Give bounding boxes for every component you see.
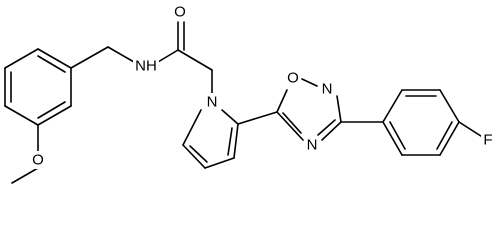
atom-label-pyrrole-nitrogen: N (204, 93, 220, 111)
svg-text:N: N (207, 94, 218, 111)
svg-text:N: N (307, 137, 318, 154)
atom-label-fluorine: F (481, 131, 496, 149)
atom-label-oxadiazole-oxygen: O (285, 69, 301, 87)
benzyl-amide-chain (70, 21, 213, 95)
atom-label-amide-nh: NH (133, 57, 159, 75)
svg-text:O: O (287, 70, 299, 87)
atom-label-oxadiazole-nitrogen-top: N (319, 80, 335, 98)
structure-canvas: O NH O N O N N F (4, 3, 496, 184)
svg-text:O: O (174, 4, 186, 21)
atom-label-carbonyl-oxygen: O (172, 3, 188, 21)
methoxyphenyl-ring (4, 48, 72, 126)
atom-label-oxadiazole-nitrogen-bottom: N (304, 136, 320, 154)
atom-label-methoxy-oxygen: O (30, 151, 46, 169)
pyrrole-ring (182, 109, 239, 169)
svg-text:F: F (483, 132, 492, 149)
biaryl-bond (237, 111, 278, 125)
oxadiazole-ring (276, 78, 342, 141)
svg-text:NH: NH (135, 58, 157, 75)
fluorophenyl-ring (382, 89, 485, 156)
svg-text:O: O (32, 152, 44, 169)
methoxy-group (11, 124, 39, 184)
svg-text:N: N (322, 81, 333, 98)
molecule-structure: O NH O N O N N F (4, 3, 496, 184)
